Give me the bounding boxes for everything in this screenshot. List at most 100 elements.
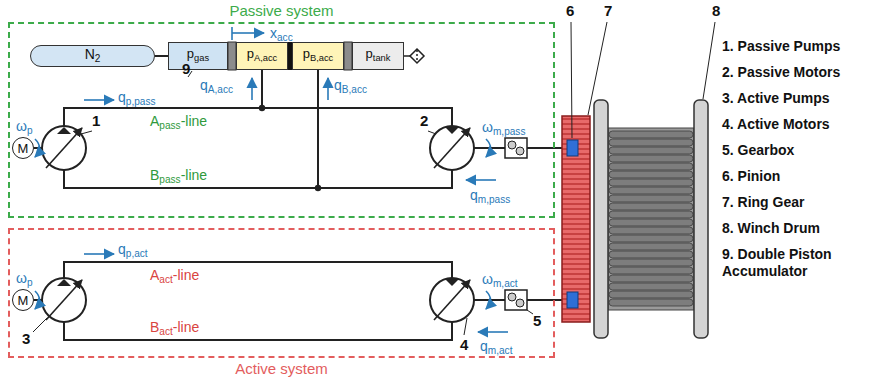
rope-winding	[609, 163, 693, 170]
part-list-item: 1. Passive Pumps	[722, 38, 870, 55]
junction-dot	[259, 105, 321, 191]
text-part: -line	[173, 319, 199, 335]
flow-arrow	[35, 291, 40, 309]
callout-number: 2	[420, 112, 428, 129]
shaft	[34, 147, 42, 149]
gearbox-symbol	[508, 141, 516, 149]
winch-drum	[694, 100, 708, 338]
pump-symbol	[57, 127, 71, 134]
leader-line	[571, 22, 572, 138]
region-heading: Active system	[10, 360, 553, 377]
variable-label: ωp	[16, 270, 33, 286]
text-part: q	[480, 338, 488, 354]
callout-number: 6	[566, 2, 574, 20]
text-part: B	[150, 319, 159, 335]
variable-label: Aact-line	[150, 266, 199, 288]
text-part: p	[187, 46, 194, 61]
text-part: -line	[181, 167, 207, 183]
node-label: pgas	[187, 45, 209, 67]
node-label: pB,acc	[303, 45, 334, 67]
winch-drum	[608, 128, 694, 310]
variable-label: ωm,pass	[482, 119, 525, 135]
callout-number: 5	[533, 312, 541, 330]
variable-label: ωm,act	[482, 270, 518, 292]
hydraulic-line	[261, 70, 263, 108]
variable-label: qA,acc	[200, 76, 233, 98]
node-label: M	[18, 292, 29, 309]
breather-filter	[410, 49, 424, 63]
shaft	[527, 299, 567, 301]
text-part: pass	[159, 174, 180, 185]
winch-drum	[594, 100, 608, 338]
part-list-item: 5. Gearbox	[722, 142, 870, 159]
rope-winding	[609, 267, 693, 274]
accumulator-piston	[344, 42, 352, 70]
leader-line	[33, 22, 715, 335]
motor-symbol	[445, 279, 459, 286]
part-list-item: 2. Passive Motors	[722, 64, 870, 81]
variable-label: Apass-line	[150, 112, 207, 134]
text-part: ω	[482, 271, 493, 287]
node-label: pA,acc	[247, 45, 278, 67]
electric-motor: M	[12, 137, 34, 159]
variable-label: Bpass-line	[150, 167, 207, 183]
part-list-item: 8. Winch Drum	[722, 220, 870, 237]
gearbox-symbol	[508, 293, 516, 301]
text-part: B	[150, 167, 159, 183]
rope-winding	[609, 131, 693, 138]
flow-arrow	[232, 32, 264, 34]
text-part: p,act	[126, 248, 148, 259]
text-part: pass	[159, 120, 180, 131]
text-part: q	[334, 77, 342, 93]
variable-label: Aact-line	[150, 267, 199, 283]
text-part: act	[159, 326, 172, 337]
ring-gear	[562, 116, 590, 322]
part-list-item: 7. Ring Gear	[722, 194, 870, 211]
region-heading: Passive system	[10, 2, 553, 19]
part-list-item: 9. Double Piston Accumulator	[722, 246, 870, 280]
flow-arrow	[251, 78, 253, 100]
flow-arrow	[84, 253, 114, 255]
text-part: A	[150, 267, 159, 283]
text-part: ω	[16, 270, 27, 286]
text-part: m,act	[488, 345, 513, 356]
variable-label: Bact-line	[150, 319, 199, 335]
callout-number: 3	[22, 330, 30, 348]
callout-number: 6	[566, 2, 574, 19]
part-list-item: 6. Pinion	[722, 168, 870, 185]
flow-arrow	[35, 139, 40, 157]
rope-winding	[609, 147, 693, 154]
part-list-item: 2. Passive Motors	[722, 64, 870, 81]
node-label: ptank	[366, 45, 391, 67]
text-part: m,act	[493, 278, 518, 289]
callout-number: 9	[182, 60, 190, 77]
variable-label: qB,acc	[334, 77, 367, 93]
rope-winding	[609, 251, 693, 258]
variable-label: qm,pass	[470, 186, 510, 208]
variable-label: Bpass-line	[150, 166, 207, 188]
text-part: p	[303, 46, 310, 61]
rope-winding	[609, 259, 693, 266]
rope-winding	[609, 187, 693, 194]
variable-label: xacc	[270, 25, 293, 41]
variable-label: qm,pass	[470, 187, 510, 203]
part-list-item: 4. Active Motors	[722, 116, 870, 133]
leader-line	[703, 22, 715, 99]
rope-winding	[609, 283, 693, 290]
part-list-item: 5. Gearbox	[722, 142, 870, 159]
pump-symbol	[46, 128, 82, 168]
text-part: p	[366, 46, 373, 61]
variable-label: qp,pass	[118, 89, 156, 105]
leader-line	[428, 131, 436, 134]
junction-dot	[315, 185, 321, 191]
shaft	[474, 147, 505, 149]
callout-number: 8	[712, 2, 720, 19]
callout-number: 2	[420, 112, 428, 130]
flow-arrow	[466, 179, 496, 181]
variable-label: ωm,pass	[482, 118, 525, 140]
callout-number: 9	[182, 60, 190, 78]
variable-label: qA,acc	[200, 77, 233, 93]
accumulator-chamber: pB,acc	[292, 42, 344, 70]
motor-symbol	[445, 127, 459, 134]
